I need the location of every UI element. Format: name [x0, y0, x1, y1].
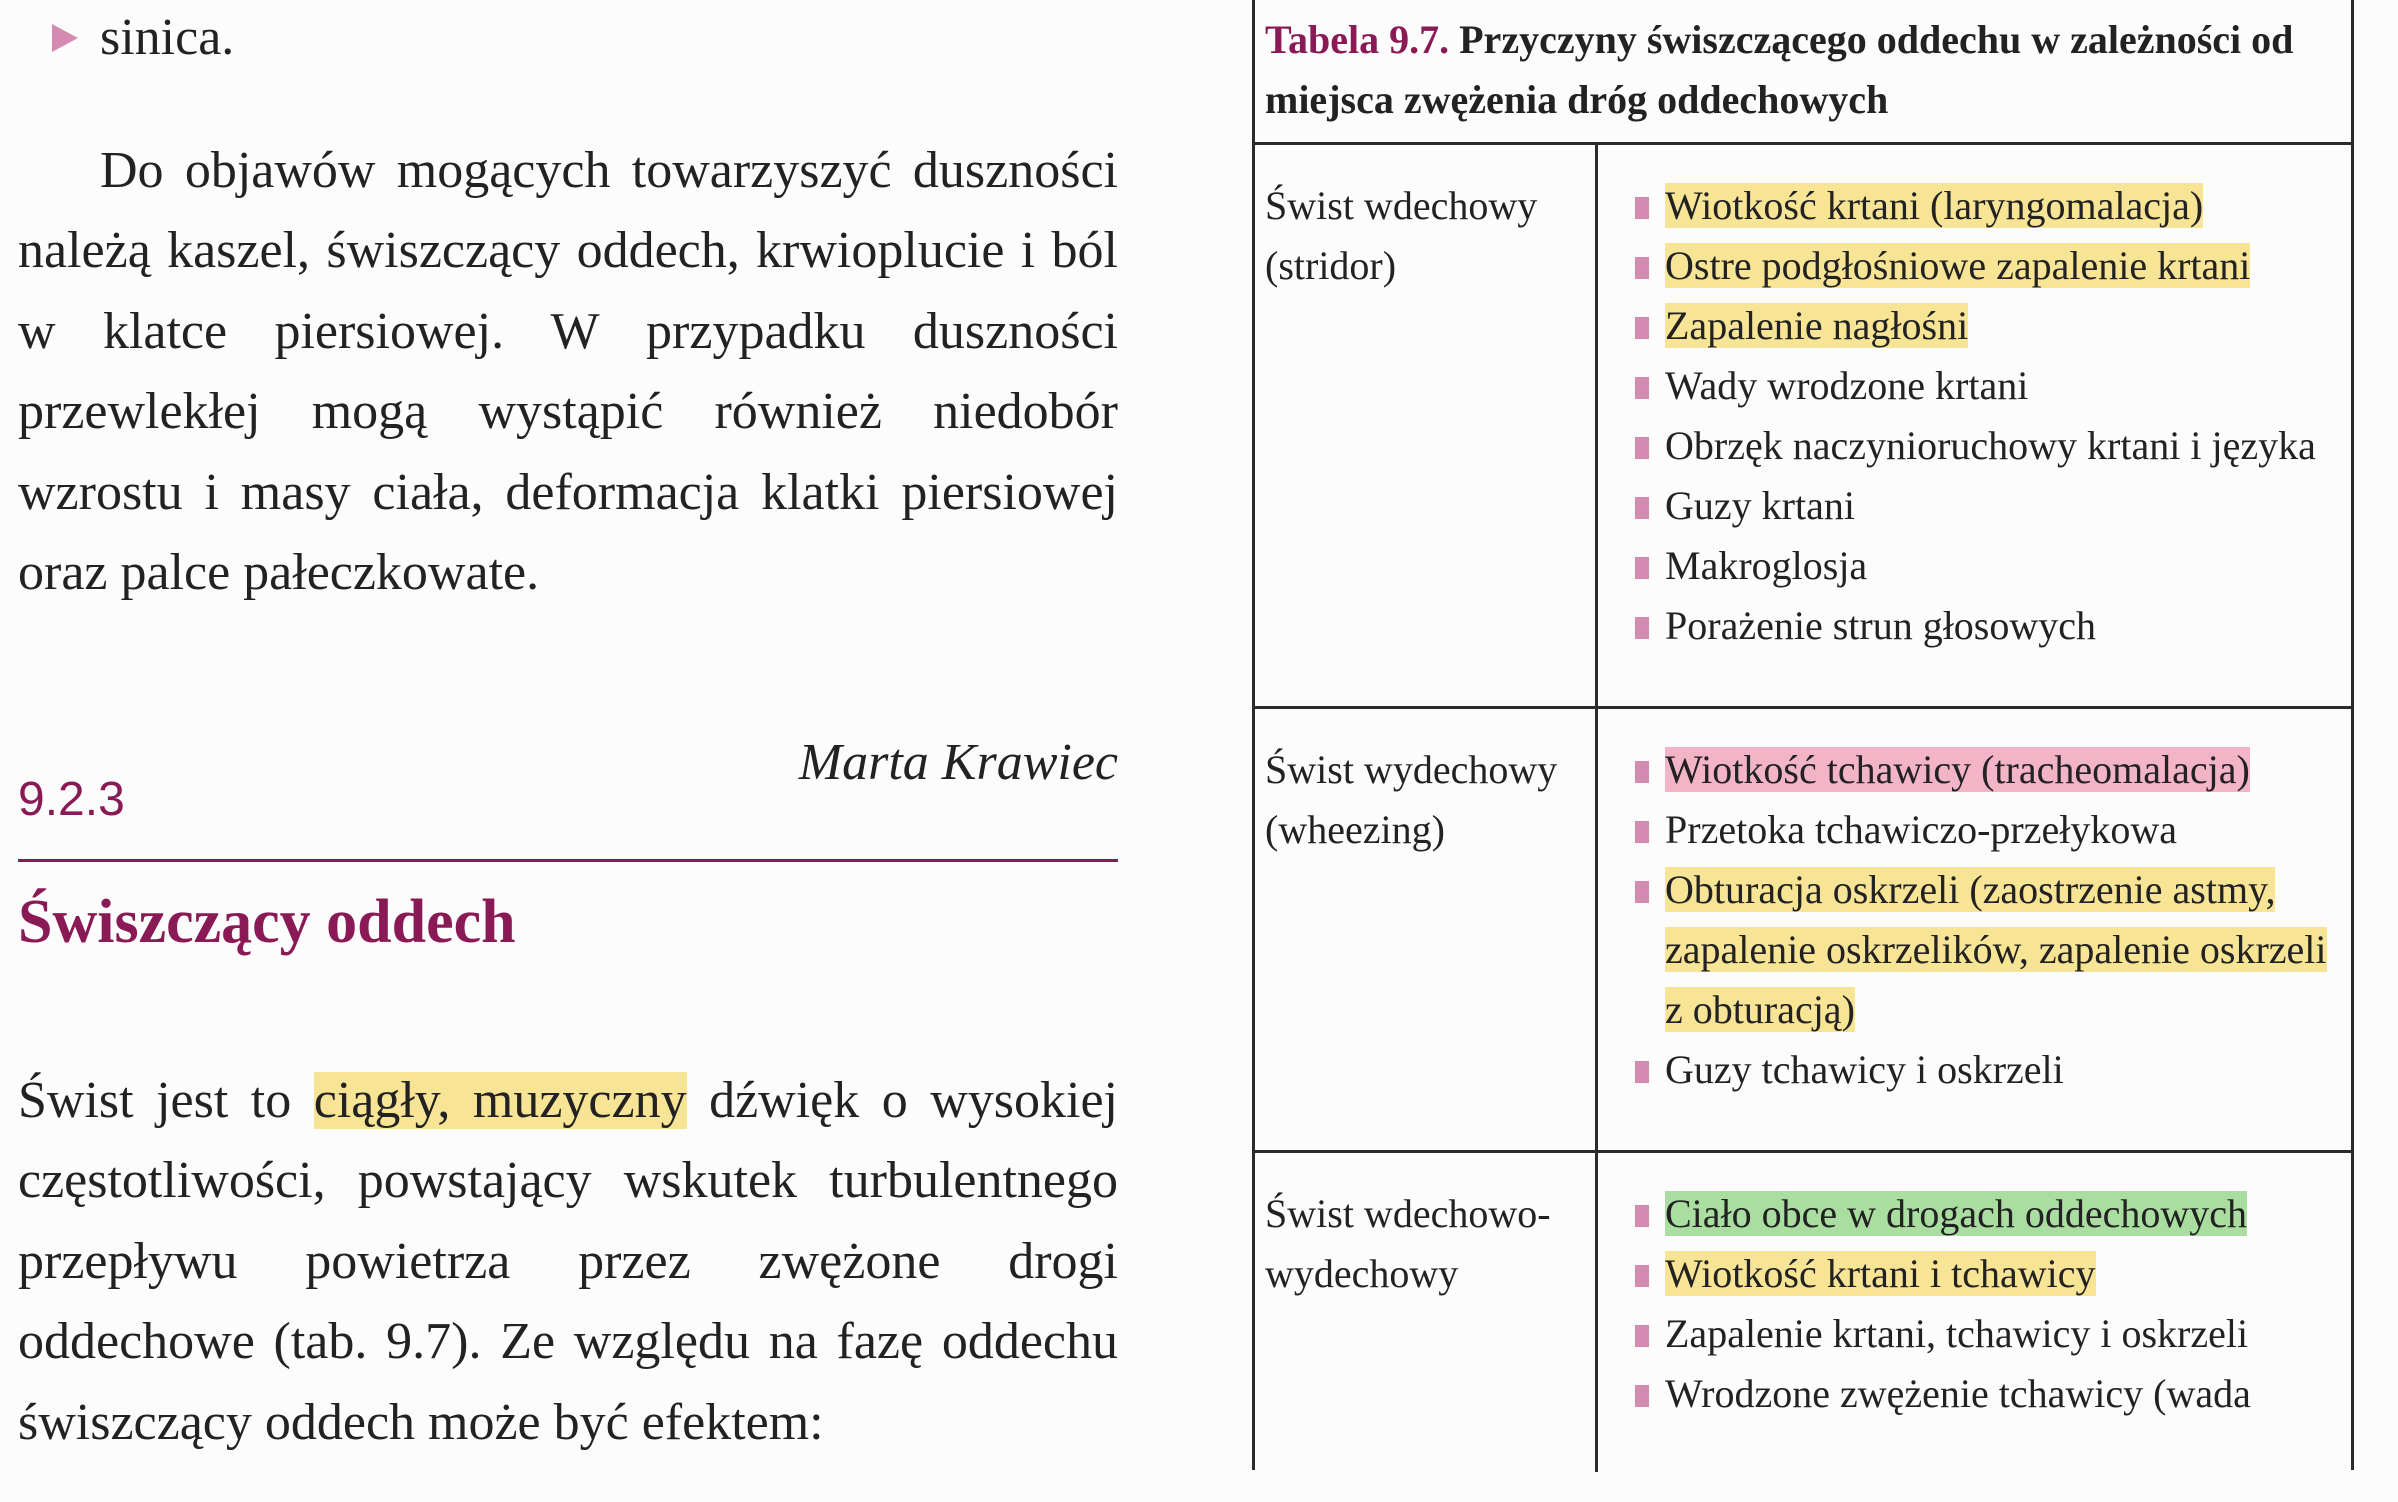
table-row-items: Wiotkość tchawicy (tracheomalacja) Przet…	[1635, 740, 2335, 1100]
triangle-bullet-icon	[52, 24, 78, 52]
list-item: Wady wrodzone krtani	[1635, 356, 2335, 416]
list-item-text: Wady wrodzone krtani	[1665, 363, 2029, 408]
bullet-text: sinica.	[100, 9, 235, 66]
table-rule	[1255, 1150, 2351, 1153]
list-item: Wiotkość krtani (laryngomalacja)	[1635, 176, 2335, 236]
list-item-text: Ciało obce w drogach oddechowych	[1665, 1191, 2248, 1236]
bullet-item: sinica.	[52, 8, 234, 68]
list-item-text: Zapalenie krtani, tchawicy i oskrzeli	[1665, 1311, 2249, 1356]
list-item-text: Wiotkość krtani i tchawicy	[1665, 1251, 2096, 1296]
list-item-text: Wiotkość krtani (laryngomalacja)	[1665, 183, 2204, 228]
table-caption-label: Tabela 9.7.	[1265, 17, 1450, 62]
list-item: Obturacja oskrzeli (zaostrzenie astmy, z…	[1635, 860, 2335, 1040]
list-item-text: Porażenie strun głosowych	[1665, 603, 2097, 648]
table-row-items: Wiotkość krtani (laryngomalacja) Ostre p…	[1635, 176, 2335, 656]
list-item: Wiotkość krtani i tchawicy	[1635, 1244, 2335, 1304]
list-item-text: Guzy krtani	[1665, 483, 1855, 528]
paragraph-text: Świst jest to	[18, 1072, 314, 1129]
table-caption: Tabela 9.7. Przyczyny świszczącego oddec…	[1265, 10, 2335, 130]
list-item-text: Zapalenie nagłośni	[1665, 303, 1969, 348]
list-item-text: Makroglosja	[1665, 543, 1868, 588]
list-item-text: Przetoka tchawiczo-przełykowa	[1665, 807, 2177, 852]
list-item: Ostre podgłośniowe zapalenie krtani	[1635, 236, 2335, 296]
author-name: Marta Krawiec	[798, 734, 1118, 791]
table-row-items: Ciało obce w drogach oddechowych Wiotkoś…	[1635, 1184, 2335, 1424]
list-item-text: Ostre podgłośniowe zapalenie krtani	[1665, 243, 2251, 288]
causes-table: Tabela 9.7. Przyczyny świszczącego oddec…	[1252, 0, 2354, 1472]
list-item: Guzy krtani	[1635, 476, 2335, 536]
table-row-category: Świst wdechowo-wydechowy	[1265, 1191, 1551, 1296]
section-divider	[18, 859, 1118, 862]
list-item: Wrodzone zwężenie tchawicy (wada	[1635, 1364, 2335, 1424]
section-number: 9.2.3	[18, 773, 125, 826]
list-item: Zapalenie nagłośni	[1635, 296, 2335, 356]
list-item-text: Wiotkość tchawicy (tracheomalacja)	[1665, 747, 2250, 792]
list-item: Makroglosja	[1635, 536, 2335, 596]
list-item-text: Obrzęk naczynioruchowy krtani i języka	[1665, 423, 2316, 468]
list-item-text: Wrodzone zwężenie tchawicy (wada	[1665, 1371, 2251, 1416]
list-item: Wiotkość tchawicy (tracheomalacja)	[1635, 740, 2335, 800]
list-item: Ciało obce w drogach oddechowych	[1635, 1184, 2335, 1244]
paragraph-definition: Świst jest to ciągły, muzyczny dźwięk o …	[18, 1061, 1118, 1463]
paragraph-symptoms: Do objawów mogących towarzyszyć dusznośc…	[18, 142, 1118, 602]
table-row-category: Świst wdechowy (stridor)	[1265, 183, 1538, 288]
section-title: Świszczący oddech	[18, 888, 516, 956]
table-row-category: Świst wydechowy (wheezing)	[1265, 747, 1558, 852]
paragraph-text: dźwięk o wysokiej częstotliwości, powsta…	[18, 1072, 1118, 1451]
table-rule	[1255, 706, 2351, 709]
list-item: Guzy tchawicy i oskrzeli	[1635, 1040, 2335, 1100]
list-item: Obrzęk naczynioruchowy krtani i języka	[1635, 416, 2335, 476]
highlighted-phrase: ciągły, muzyczny	[313, 1072, 687, 1129]
list-item-text: Guzy tchawicy i oskrzeli	[1665, 1047, 2064, 1092]
table-caption-text: Przyczyny świszczącego oddechu w zależno…	[1265, 17, 2294, 122]
table-rule	[1255, 142, 2351, 145]
list-item-text: Obturacja oskrzeli (zaostrzenie astmy, z…	[1665, 867, 2327, 1032]
list-item: Zapalenie krtani, tchawicy i oskrzeli	[1635, 1304, 2335, 1364]
list-item: Przetoka tchawiczo-przełykowa	[1635, 800, 2335, 860]
list-item: Porażenie strun głosowych	[1635, 596, 2335, 656]
table-column-divider	[1595, 142, 1598, 1472]
